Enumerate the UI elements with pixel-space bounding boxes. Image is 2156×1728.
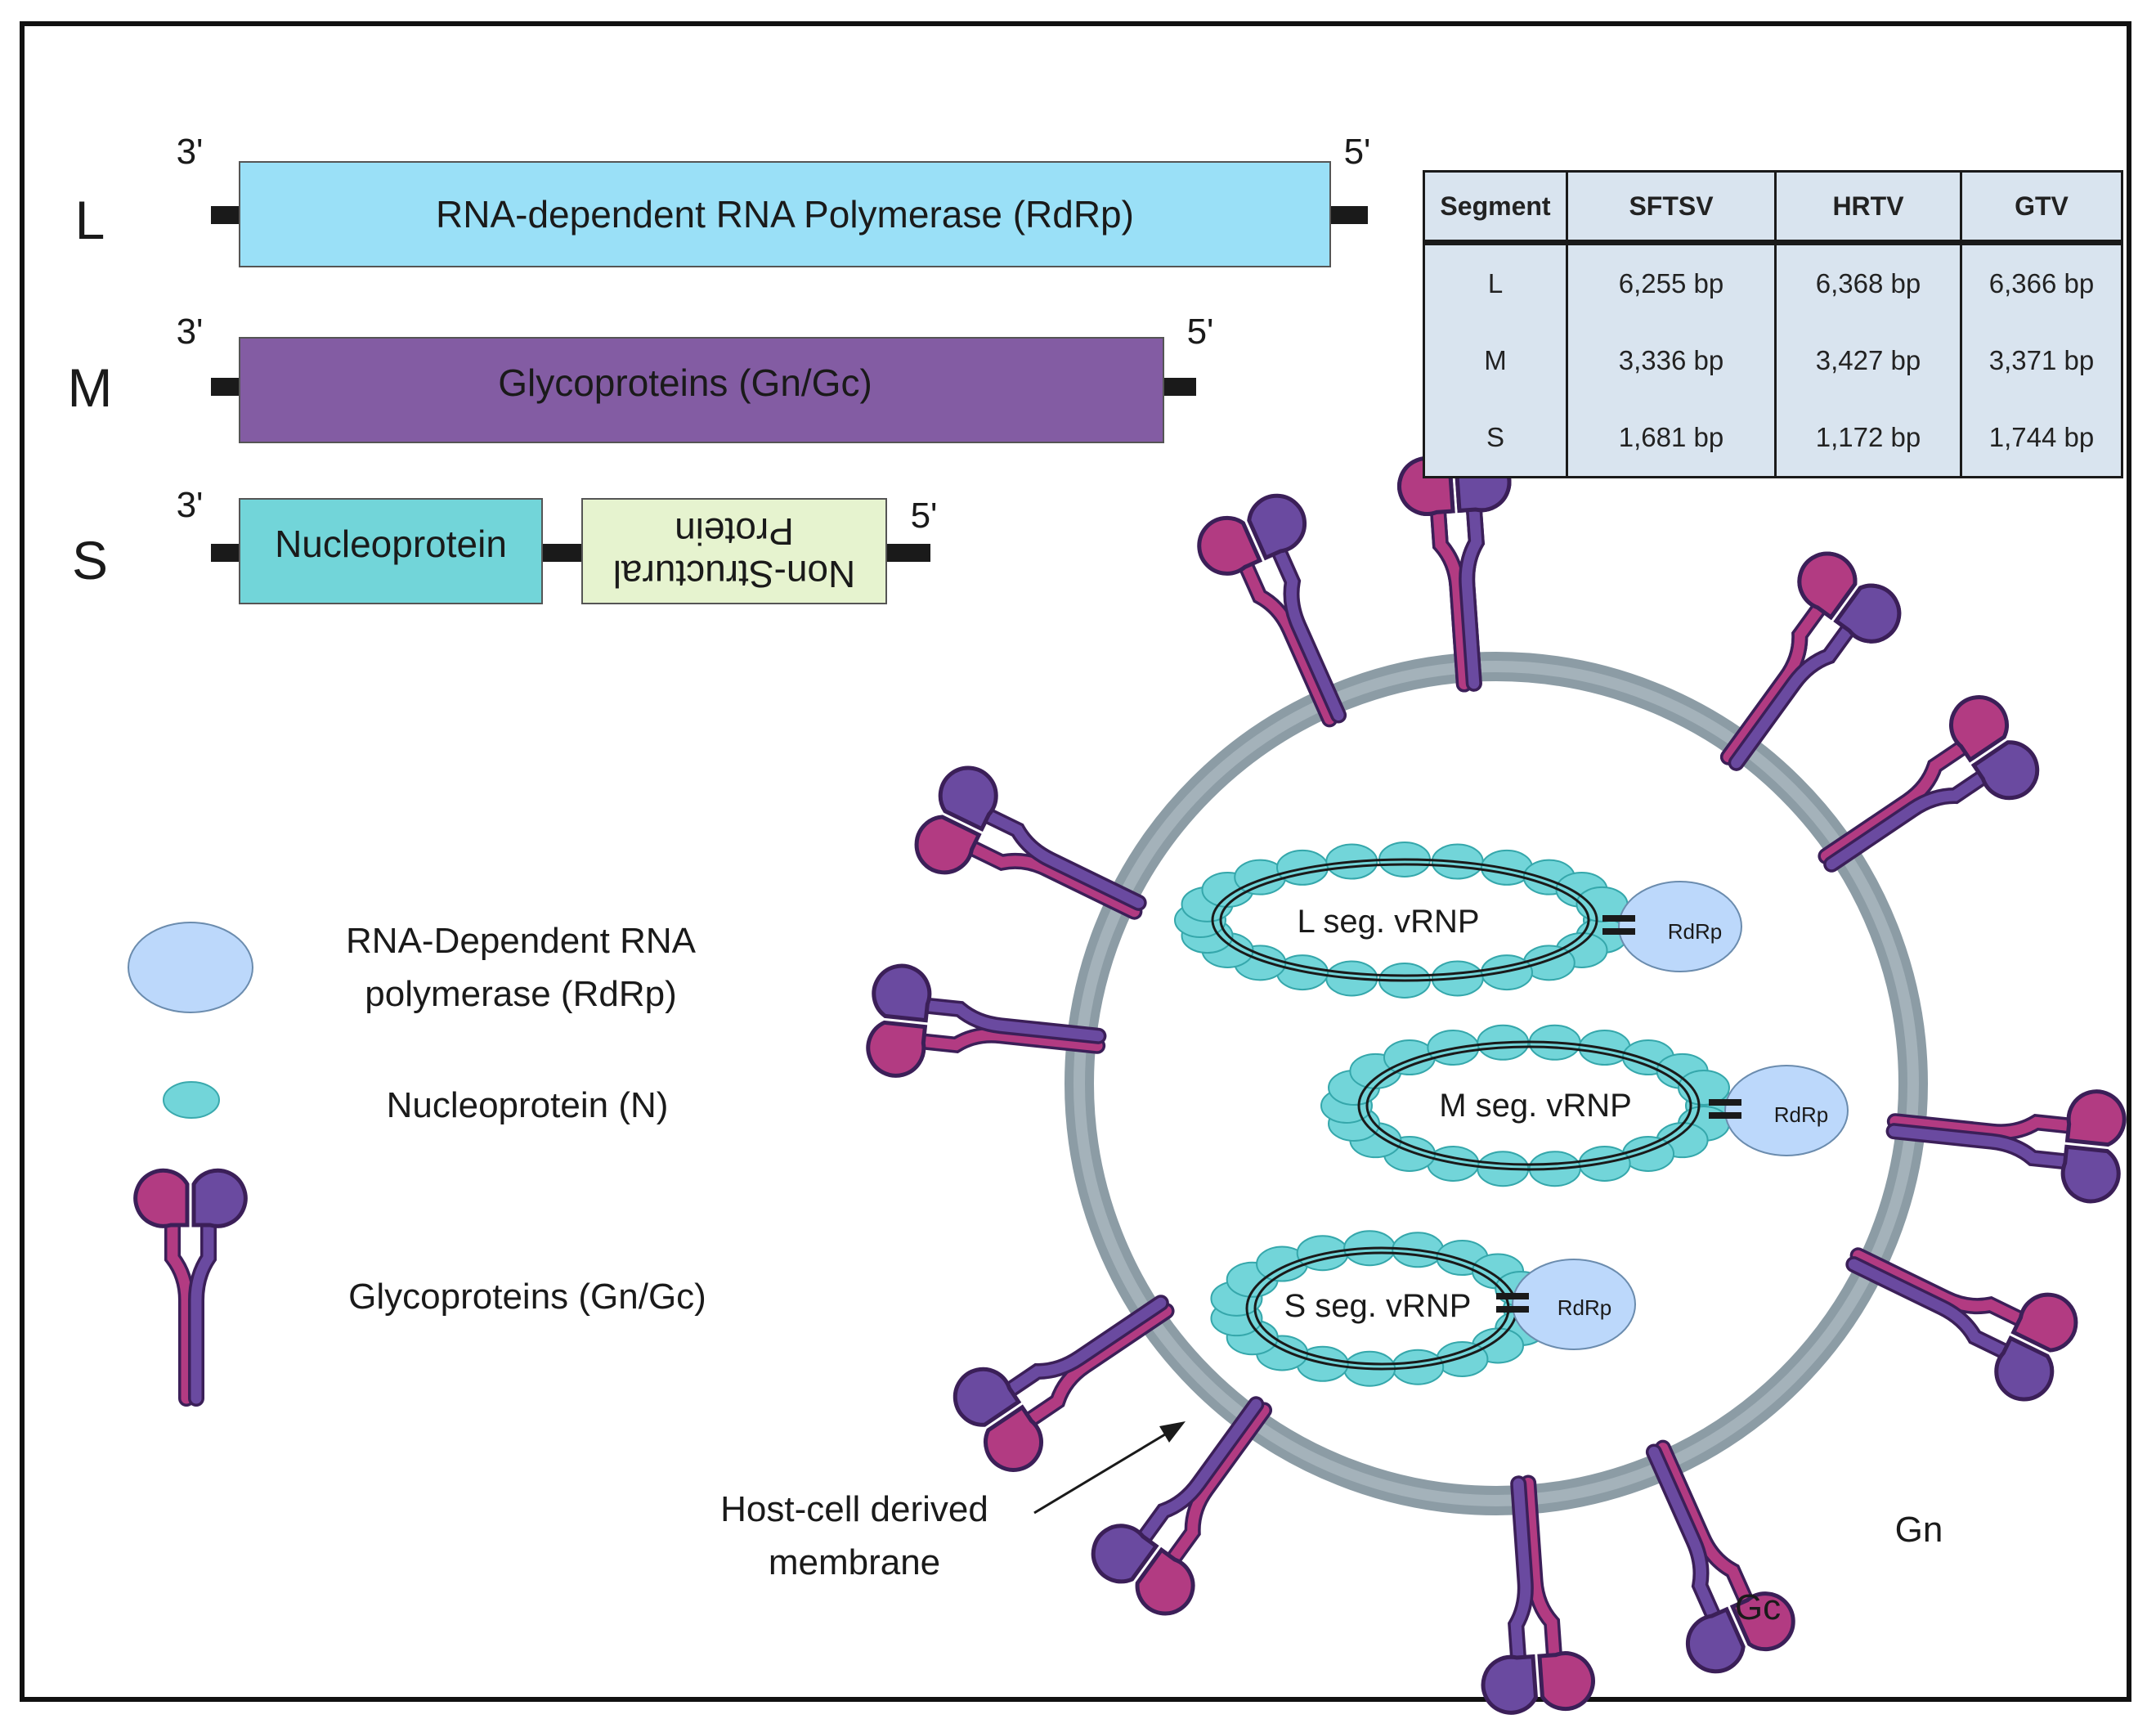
table-header: GTV [1960,170,2123,245]
legend-rdrp-line2: polymerase (RdRp) [365,974,676,1014]
three-prime-label: 3' [177,312,204,352]
gene-non-structural [581,498,887,604]
gene-label: Nucleoprotein [275,523,507,565]
rnp-label-s: S seg. vRNP [1284,1288,1472,1324]
rdrp-blob [1512,1259,1636,1350]
glycoprotein-spike [1798,686,2048,904]
rdrp-blob [1618,881,1742,972]
vrnp [1210,1230,1636,1387]
linker [1602,915,1635,922]
rdrp-label-s: RdRp [1558,1295,1611,1320]
gene-glycoproteins [239,337,1164,443]
legend: RNA-Dependent RNA polymerase (RdRp) Nucl… [128,921,706,1398]
glycoprotein-icon [136,1170,246,1398]
table-cell: 1,744 bp [1960,399,2123,478]
table-cell: 3,336 bp [1566,322,1777,399]
linker [1709,1099,1741,1106]
legend-rdrp-line1: RNA-Dependent RNA [346,921,697,961]
table-cell: 6,255 bp [1566,242,1777,322]
five-prime-label: 5' [1187,312,1214,352]
glycoprotein-spike [1082,1376,1306,1625]
linker [1496,1306,1529,1313]
rnp-label-m: M seg. vRNP [1439,1088,1632,1124]
table-cell: M [1423,322,1568,399]
table-cell: 6,366 bp [1960,242,2123,322]
table-cell: 3,427 bp [1774,322,1962,399]
glycoprotein-spike [944,1262,1195,1480]
five-prime-label: 5' [1344,132,1371,172]
rdrp-label-m: RdRp [1774,1102,1828,1127]
rnp-label-l: L seg. vRNP [1297,904,1479,940]
table-header-row: Segment SFTSV HRTV GTV [1423,170,2123,245]
table-cell: 3,371 bp [1960,322,2123,399]
gc-label: Gc [1735,1587,1781,1627]
nucleoprotein-bead [1677,1070,1730,1106]
vrnp [1174,842,1742,999]
table-row: L 6,255 bp 6,368 bp 6,366 bp [1423,242,2123,322]
rdrp-blob [1724,1065,1849,1156]
segment-M: M 3' 5' Glycoproteins (Gn/Gc) [68,312,1214,443]
gene-nucleoprotein [239,498,543,604]
five-prime-label: 5' [911,496,938,536]
arrow-head-icon [1159,1421,1186,1443]
vrna-strand [1211,858,1598,982]
segment-L: L 3' 5' RNA-dependent RNA Polymerase (Rd… [75,132,1371,267]
segment-letter: L [75,190,105,250]
rdrp-label-l: RdRp [1668,919,1722,944]
membrane-label-line2: membrane [769,1542,940,1582]
membrane-label-line1: Host-cell derived [720,1489,988,1529]
linker [1709,1112,1741,1119]
gene-label: RNA-dependent RNA Polymerase (RdRp) [436,193,1134,236]
gene-label: Glycoproteins (Gn/Gc) [498,361,872,404]
table-header: Segment [1423,170,1568,245]
legend-nucleoprotein: Nucleoprotein (N) [387,1085,669,1125]
virion: Host-cell derived membrane Gn Gc L seg. … [720,452,2127,1714]
vrna-strand [1219,863,1590,977]
vrna-strand [1365,1045,1692,1166]
gene-label: Non-Structural [613,553,856,595]
glycoprotein-spike [1688,543,1911,792]
gene-label: Protein [675,510,794,553]
figure-frame [20,21,2131,1702]
nucleoprotein-icon [163,1081,220,1119]
table-cell: 6,368 bp [1774,242,1962,322]
vrnp [1320,1024,1849,1187]
membrane-pointer [1033,1425,1178,1515]
table-header: HRTV [1774,170,1962,245]
vrna-strand [1357,1040,1701,1171]
table-cell: 1,172 bp [1774,399,1962,478]
segment-S: S 3' 5' Nucleoprotein Non-Structural Pro… [72,485,937,604]
gn-label: Gn [1895,1510,1943,1550]
segment-letter: M [68,357,113,418]
table-cell: L [1423,242,1568,322]
linker [1496,1293,1529,1299]
rdrp-icon [128,922,253,1013]
table-cell: S [1423,399,1568,478]
vrnp-group [1174,842,1849,1387]
table-row: M 3,336 bp 3,427 bp 3,371 bp [1423,322,2123,399]
host-membrane-inner [1074,661,1919,1506]
legend-glycoproteins: Glycoproteins (Gn/Gc) [348,1277,706,1317]
segment-size-table: Segment SFTSV HRTV GTV L 6,255 bp 6,368 … [1423,170,2123,478]
three-prime-label: 3' [177,485,204,525]
nucleoprotein-bead [1436,1340,1489,1377]
segment-letter: S [72,530,108,590]
table-cell: 1,681 bp [1566,399,1777,478]
gene-rdrp [239,161,1331,267]
linker [1602,928,1635,935]
three-prime-label: 3' [177,132,204,172]
table-row: S 1,681 bp 1,172 bp 1,744 bp [1423,399,2123,478]
table-header: SFTSV [1566,170,1777,245]
